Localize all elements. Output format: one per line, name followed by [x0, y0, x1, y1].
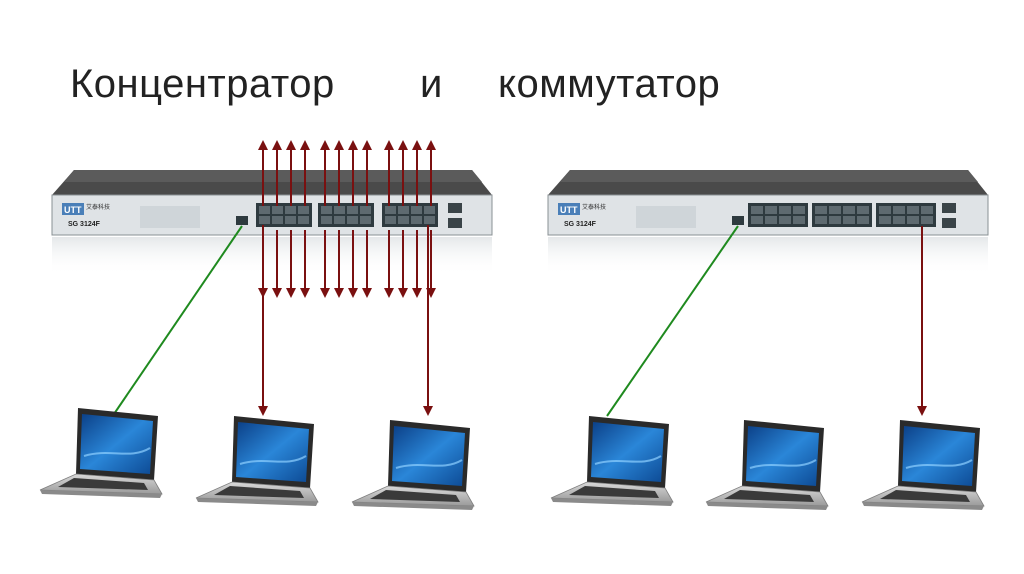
- hub-broadcast-arrows: [258, 140, 436, 298]
- right-switch-brand: UTT: [560, 205, 578, 215]
- laptop-icon: [39, 408, 163, 498]
- laptop-icon: [861, 420, 985, 510]
- left-switch-brand-cn: 艾泰科技: [86, 203, 110, 211]
- right-switch-brand-cn: 艾泰科技: [582, 203, 606, 211]
- title-word-hub: Концентратор: [70, 62, 335, 106]
- laptop-icon: [351, 420, 475, 510]
- title-word-and: и: [420, 62, 443, 106]
- left-network-switch-icon: UTT 艾泰科技 SG 3124F: [51, 169, 493, 276]
- right-network-switch-icon: UTT 艾泰科技 SG 3124F: [547, 169, 989, 276]
- title-word-switch: коммутатор: [498, 62, 721, 106]
- left-switch-model: SG 3124F: [68, 221, 101, 228]
- right-green-link: [606, 225, 739, 417]
- laptop-icon: [705, 420, 829, 510]
- laptop-icon: [550, 416, 674, 506]
- left-switch-brand: UTT: [64, 205, 82, 215]
- laptop-icon: [195, 416, 319, 506]
- left-green-link: [113, 225, 243, 415]
- right-switch-model: SG 3124F: [564, 221, 597, 228]
